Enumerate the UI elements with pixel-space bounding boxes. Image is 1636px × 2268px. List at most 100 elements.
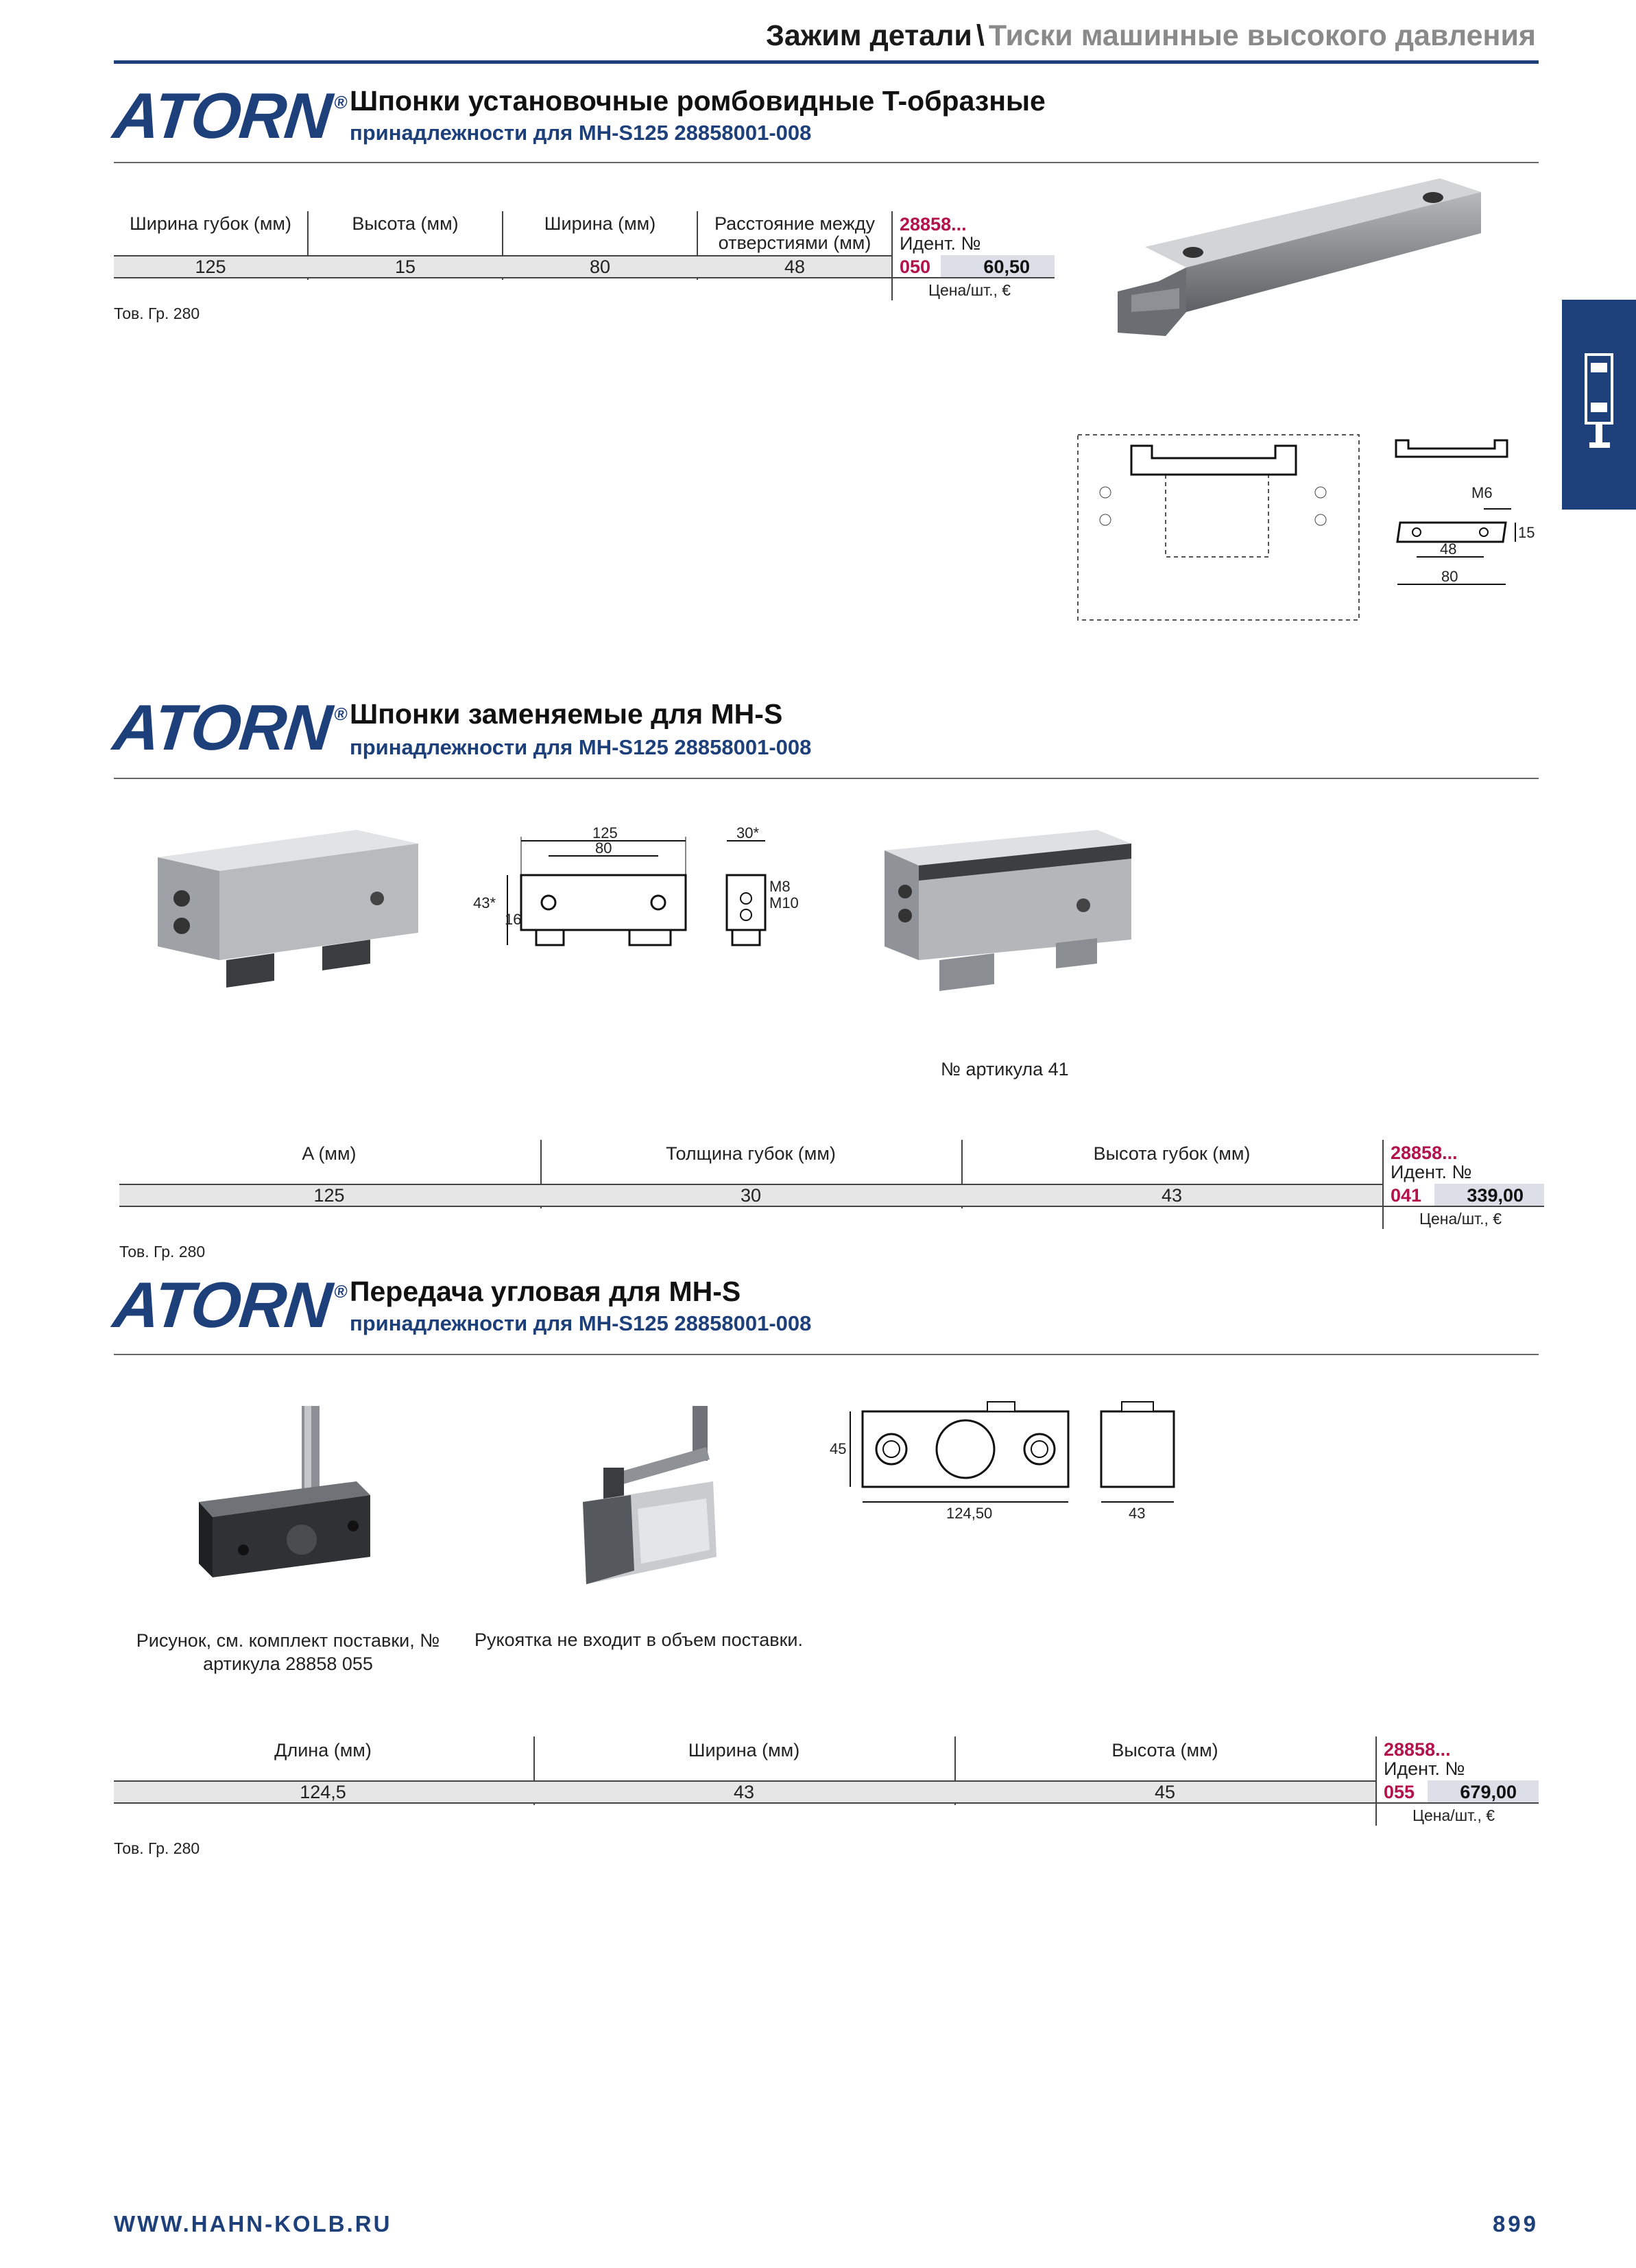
- table-divider: [1382, 1140, 1384, 1229]
- price-underline: [893, 277, 1055, 278]
- ident-code: 050: [900, 256, 931, 277]
- price-label: Цена/шт., €: [1419, 1210, 1502, 1228]
- table-cell: 80: [589, 256, 611, 277]
- atorn-logo: ATORN®: [110, 1269, 348, 1341]
- atorn-logo: ATORN®: [110, 80, 348, 152]
- table-divider: [891, 211, 893, 300]
- dim-height: 45: [830, 1440, 846, 1457]
- table-divider: [697, 211, 698, 280]
- table-header: Толщина губок (мм): [666, 1143, 836, 1164]
- dim-thread-m8: M8: [769, 878, 791, 895]
- table-divider: [502, 211, 503, 280]
- table-row: [114, 255, 891, 278]
- image-caption: № артикула 41: [941, 1059, 1069, 1079]
- ident-label: Идент. №: [1391, 1162, 1472, 1182]
- table-header: Высота губок (мм): [1093, 1143, 1251, 1164]
- header-rule: [114, 60, 1539, 64]
- atorn-logo: ATORN®: [110, 691, 348, 763]
- table-divider: [533, 1736, 535, 1805]
- price-label: Цена/шт., €: [928, 281, 1011, 299]
- dim-width: 80: [1441, 568, 1458, 585]
- ident-label: Идент. №: [1384, 1758, 1465, 1779]
- table-header: Ширина (мм): [688, 1740, 800, 1760]
- angle-drive-drawing: 45 124,50 43: [830, 1401, 1175, 1522]
- price-value: 679,00: [1460, 1782, 1517, 1802]
- dim-height: 15: [1518, 524, 1535, 541]
- ident-code: 055: [1384, 1782, 1415, 1802]
- image-caption-right: Рукоятка не входит в объем поставки.: [474, 1630, 803, 1650]
- article-prefix: 28858...: [900, 214, 967, 235]
- table-cell: 30: [740, 1185, 762, 1206]
- replaceable-jaw-drawing: 125 80 43* 16 30* M8 M10: [473, 824, 799, 946]
- dim-height: 43*: [473, 894, 496, 911]
- section-tab[interactable]: [1562, 300, 1636, 510]
- table-header: Ширина (мм): [544, 213, 656, 234]
- table-header: Ширина губок (мм): [130, 213, 291, 234]
- dim-hole-distance: 80: [595, 839, 612, 857]
- dim-thread-m10: M10: [769, 894, 799, 911]
- header-sub: Тиски машинные высокого давления: [988, 19, 1536, 52]
- replaceable-jaw-image: [158, 830, 418, 988]
- section-rule: [114, 162, 1539, 163]
- table-cell: 124,5: [300, 1782, 346, 1802]
- t-key-drawing: M6 15 48 80: [1077, 434, 1535, 621]
- vise-clamp-icon: [1585, 353, 1613, 448]
- footer-url-link[interactable]: WWW.HAHN-KOLB.RU: [114, 2211, 392, 2236]
- table-header: Высота (мм): [1111, 1740, 1218, 1760]
- table-divider: [961, 1140, 963, 1208]
- table-cell: 45: [1154, 1782, 1176, 1802]
- product-group: Тов. Гр. 280: [114, 305, 200, 322]
- dim-thickness: 30*: [736, 824, 759, 841]
- section-rule: [114, 778, 1539, 779]
- price-value: 60,50: [983, 256, 1030, 277]
- table-cell: 43: [733, 1782, 755, 1802]
- angle-drive-handle-image: [583, 1406, 717, 1584]
- section-title: Шпонки заменяемые для MH-S: [350, 698, 783, 730]
- article-prefix: 28858...: [1391, 1143, 1458, 1163]
- dim-width: 125: [592, 824, 618, 841]
- section-subtitle: принадлежности для MH-S125 28858001-008: [350, 121, 812, 145]
- section-title: Передача угловая для MH-S: [350, 1276, 741, 1307]
- header-main: Зажим детали: [765, 19, 972, 52]
- price-value: 339,00: [1467, 1185, 1524, 1206]
- ident-label: Идент. №: [900, 233, 981, 254]
- page-header-title: Зажим детали\Тиски машинные высокого дав…: [766, 19, 1536, 53]
- angle-drive-image: [199, 1406, 370, 1577]
- table-row: [114, 1780, 1375, 1804]
- table-cell: 15: [394, 256, 416, 277]
- table-row: [119, 1184, 1382, 1207]
- ident-code: 041: [1391, 1185, 1422, 1206]
- t-key-product-image: [1118, 178, 1481, 336]
- price-label: Цена/шт., €: [1412, 1806, 1495, 1824]
- table-cell: 125: [195, 256, 226, 277]
- image-caption-left: Рисунок, см. комплект поставки, № артику…: [136, 1630, 440, 1674]
- article-prefix: 28858...: [1384, 1739, 1451, 1760]
- dim-width: 43: [1129, 1505, 1145, 1522]
- table-cell: 48: [784, 256, 806, 277]
- table-divider: [307, 211, 309, 280]
- price-underline: [1377, 1802, 1539, 1804]
- price-background: [1434, 1184, 1544, 1206]
- page-number: 899: [1492, 2211, 1539, 2236]
- section-subtitle: принадлежности для MH-S125 28858001-008: [350, 735, 812, 759]
- product-group: Тов. Гр. 280: [114, 1839, 200, 1857]
- table-cell: 43: [1161, 1185, 1183, 1206]
- section-rule: [114, 1354, 1539, 1355]
- replaceable-jaw-image-alt: [885, 830, 1131, 991]
- price-underline: [1384, 1206, 1544, 1207]
- product-group: Тов. Гр. 280: [119, 1243, 206, 1261]
- table-header: Высота (мм): [352, 213, 459, 234]
- section-title: Шпонки установочные ромбовидные T-образн…: [350, 85, 1046, 117]
- table-divider: [540, 1140, 542, 1208]
- table-header: A (мм): [302, 1143, 357, 1164]
- header-separator: \: [976, 19, 985, 52]
- dim-hole-distance: 48: [1440, 540, 1456, 558]
- price-background: [941, 255, 1055, 277]
- dim-foot: 16: [505, 911, 521, 928]
- table-cell: 125: [313, 1185, 345, 1206]
- dim-length: 124,50: [946, 1505, 992, 1522]
- table-divider: [1375, 1736, 1377, 1826]
- table-header: Расстояние между отверстиями (мм): [714, 213, 875, 254]
- table-header: Длина (мм): [274, 1740, 372, 1760]
- table-divider: [954, 1736, 956, 1805]
